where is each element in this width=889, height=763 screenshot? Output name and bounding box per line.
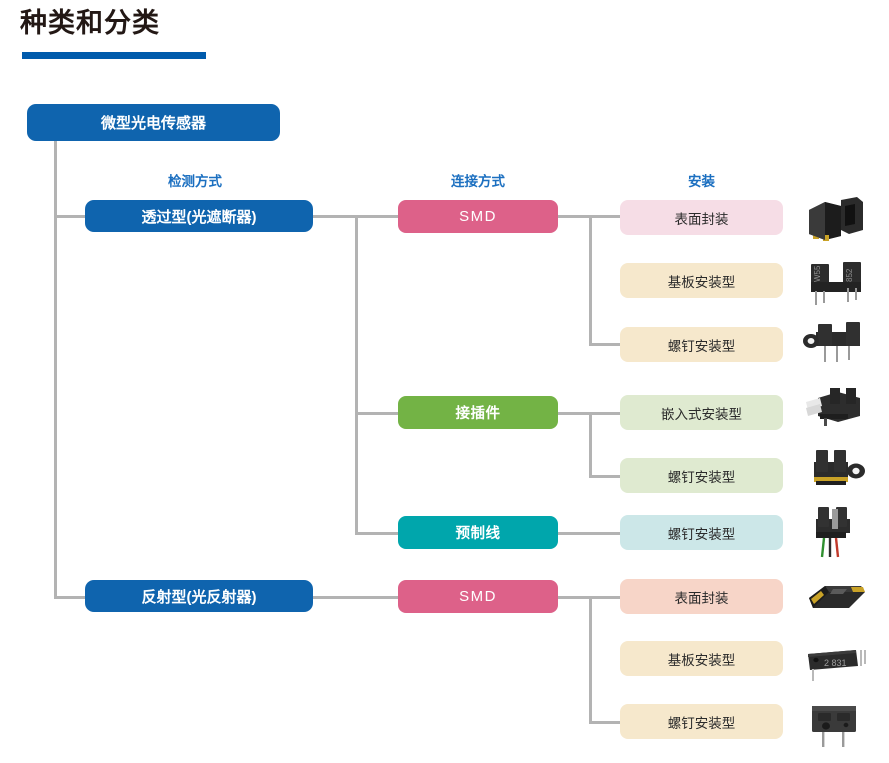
connector-reflective-to-smd (313, 596, 398, 599)
node-mounting-7-label: 基板安装型 (667, 652, 736, 668)
node-connection-smd-bottom[interactable]: SMD (398, 580, 558, 613)
node-mounting-4[interactable]: 螺钉安装型 (620, 458, 783, 493)
node-mounting-7[interactable]: 基板安装型 (620, 641, 783, 676)
node-mounting-2-label: 螺钉安装型 (667, 338, 736, 354)
node-connection-cable-label: 预制线 (455, 526, 501, 542)
node-mounting-1[interactable]: 基板安装型 (620, 263, 783, 298)
node-mounting-0[interactable]: 表面封装 (620, 200, 783, 235)
node-mounting-0-label: 表面封装 (674, 211, 729, 227)
node-mounting-5-label: 螺钉安装型 (667, 526, 736, 542)
column-header-mounting: 安装 (688, 174, 715, 189)
node-connection-cable[interactable]: 预制线 (398, 516, 558, 549)
node-detection-reflective[interactable]: 反射型(光反射器) (85, 580, 313, 612)
node-mounting-4-label: 螺钉安装型 (667, 469, 736, 485)
node-root-label: 微型光电传感器 (100, 115, 206, 132)
connector-through-out (313, 215, 358, 218)
product-photo-5 (806, 505, 866, 561)
connector-connector-riser (589, 412, 592, 478)
node-connection-smd-top-label: SMD (459, 208, 497, 225)
node-mounting-3[interactable]: 嵌入式安装型 (620, 395, 783, 430)
connector-root-to-through (54, 215, 88, 218)
connector-root-riser (54, 140, 57, 599)
column-header-detection: 检测方式 (168, 174, 222, 189)
svg-text:2 831: 2 831 (824, 658, 847, 668)
node-mounting-6-label: 表面封装 (674, 590, 729, 606)
connector-smd1-to-screw (589, 343, 620, 346)
node-connection-connector-label: 接插件 (455, 406, 501, 422)
product-photo-2 (802, 320, 868, 370)
node-detection-reflective-label: 反射型(光反射器) (141, 588, 257, 606)
connector-through-riser (355, 215, 358, 535)
product-photo-0 (805, 196, 867, 244)
node-mounting-5[interactable]: 螺钉安装型 (620, 515, 783, 550)
node-mounting-1-label: 基板安装型 (667, 274, 736, 290)
product-photo-1: W55 852 (805, 258, 867, 308)
svg-text:W55: W55 (813, 265, 822, 282)
node-connection-connector[interactable]: 接插件 (398, 396, 558, 429)
page-title: 种类和分类 (20, 8, 160, 38)
connector-smd1-riser (589, 215, 592, 345)
node-mounting-8[interactable]: 螺钉安装型 (620, 704, 783, 739)
product-photo-4 (802, 444, 868, 496)
connector-smd2-to-screw (589, 721, 620, 724)
connector-through-to-cable (355, 532, 400, 535)
product-photo-6 (803, 578, 869, 618)
node-mounting-2[interactable]: 螺钉安装型 (620, 327, 783, 362)
column-header-connection: 连接方式 (451, 174, 505, 189)
node-mounting-6[interactable]: 表面封装 (620, 579, 783, 614)
node-mounting-8-label: 螺钉安装型 (667, 715, 736, 731)
product-photo-3 (800, 382, 868, 432)
node-detection-through-label: 透过型(光遮断器) (141, 208, 257, 226)
node-mounting-3-label: 嵌入式安装型 (661, 406, 742, 422)
connector-through-to-connector (355, 412, 400, 415)
svg-text:852: 852 (845, 268, 854, 282)
node-root[interactable]: 微型光电传感器 (27, 104, 280, 141)
connector-connector-to-screw (589, 475, 620, 478)
product-photo-8 (804, 700, 866, 750)
node-connection-smd-bottom-label: SMD (459, 588, 497, 605)
node-connection-smd-top[interactable]: SMD (398, 200, 558, 233)
connector-root-to-reflective (54, 596, 88, 599)
connector-through-to-smd (355, 215, 400, 218)
connector-cable-out (558, 532, 620, 535)
connector-smd2-riser (589, 596, 592, 724)
node-detection-through[interactable]: 透过型(光遮断器) (85, 200, 313, 232)
title-underline (22, 52, 206, 59)
product-photo-7: 2 831 (800, 640, 868, 684)
